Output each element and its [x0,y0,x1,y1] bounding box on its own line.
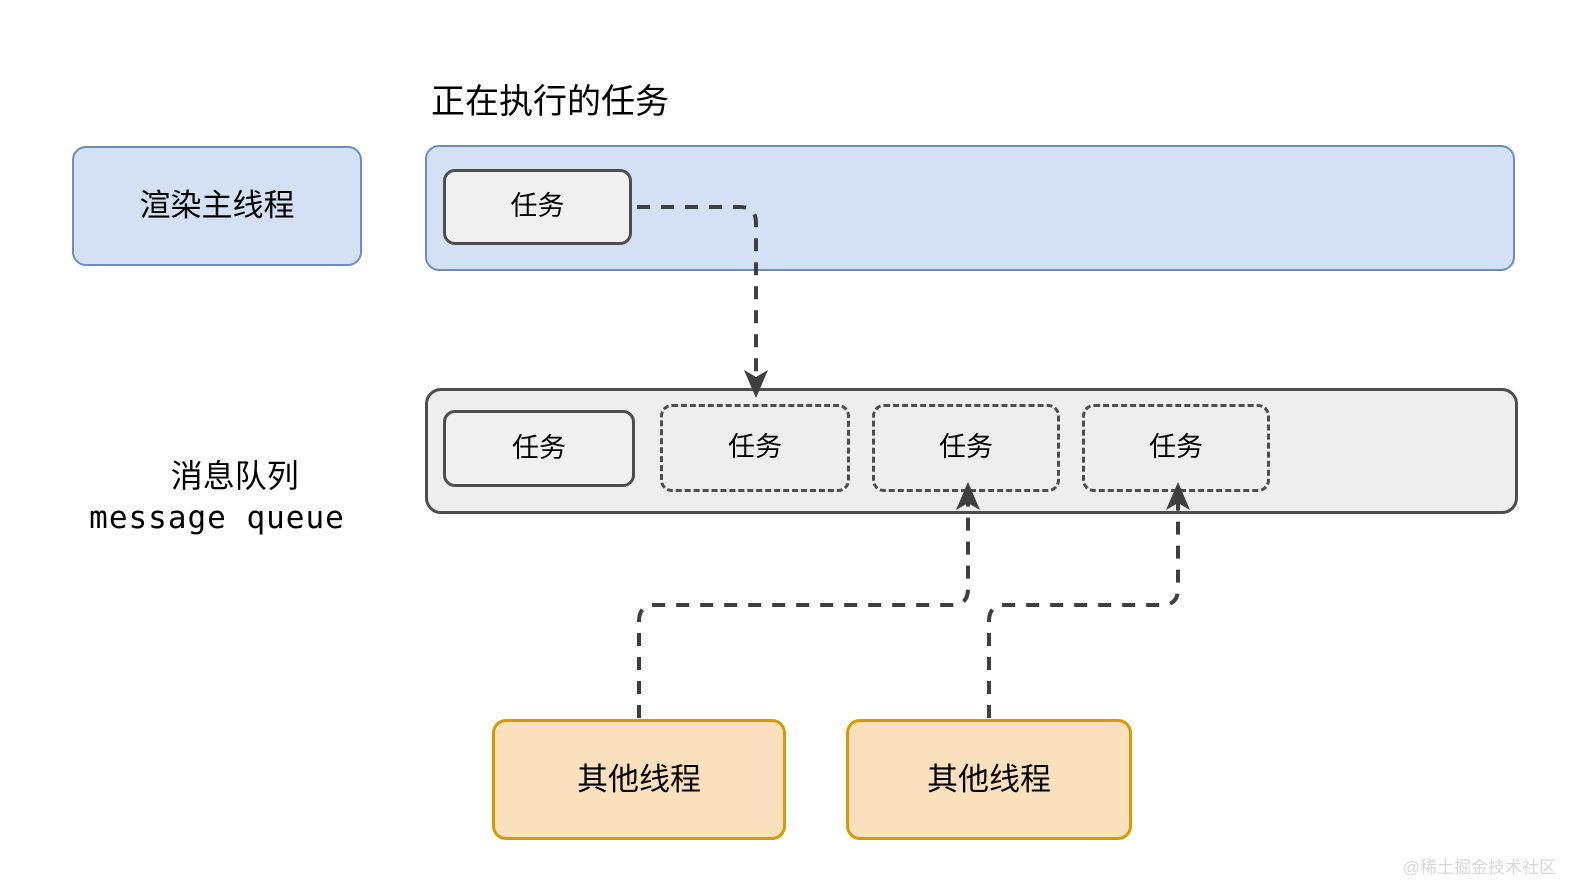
render-main-thread-label: 渲染主线程 [139,188,295,224]
other-thread-box-2: 其他线程 [846,719,1132,840]
queue-task-label-4: 任务 [1149,432,1203,463]
other-thread-label-2: 其他线程 [927,761,1051,797]
queue-task-box-4: 任务 [1082,404,1270,492]
arrow-other-thread-1-to-queue [637,498,970,718]
arrow-other-thread-2-to-queue [987,498,1180,718]
queue-task-box-2: 任务 [660,404,850,492]
other-thread-label-1: 其他线程 [577,761,701,797]
queue-task-box-3: 任务 [872,404,1060,492]
running-task-title: 正在执行的任务 [431,83,669,121]
running-task-label: 任务 [510,191,565,222]
queue-task-box-1: 任务 [443,410,635,487]
queue-task-label-1: 任务 [512,432,566,463]
message-queue-label-en: message queue [89,500,345,537]
watermark: @稀土掘金技术社区 [1402,858,1556,877]
running-task-box: 任务 [443,169,632,245]
message-queue-label-cn: 消息队列 [170,458,299,495]
other-thread-box-1: 其他线程 [492,719,786,840]
render-main-thread-box: 渲染主线程 [72,146,362,266]
message-queue-label: 消息队列 message queue [57,412,377,627]
queue-task-label-3: 任务 [939,432,993,463]
queue-task-label-2: 任务 [728,432,782,463]
